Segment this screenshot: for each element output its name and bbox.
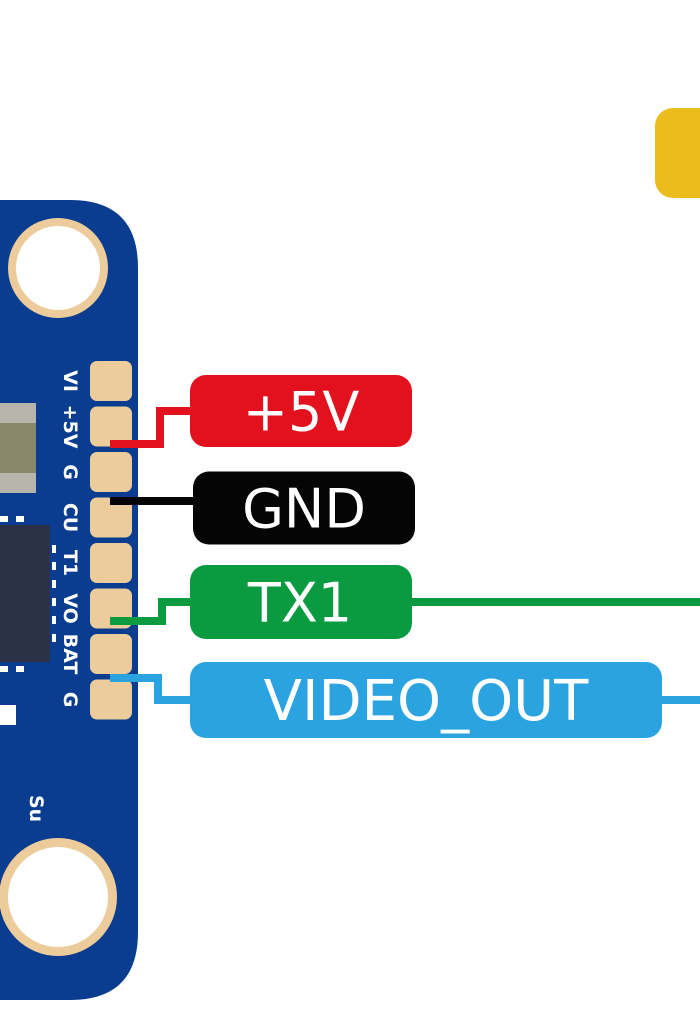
- pin-pad: [90, 679, 132, 720]
- pin-pad: [90, 406, 132, 447]
- silkscreen-text: Su: [25, 795, 47, 822]
- pin-label: +5V: [59, 405, 81, 449]
- signal-label-badge: [193, 471, 415, 545]
- pin-pad: [90, 452, 132, 492]
- pin-pad: [90, 634, 132, 674]
- signal-label: GND: [242, 477, 366, 540]
- pin-pad: [90, 361, 132, 401]
- pin-pad: [90, 543, 132, 583]
- smd-component-body: [0, 423, 36, 473]
- wire: [110, 674, 190, 704]
- pin-label: G: [59, 692, 81, 708]
- pin-label: VI: [59, 370, 81, 392]
- signal-label-badge: [190, 662, 662, 738]
- pin-pad: [90, 497, 132, 538]
- wire: [110, 598, 190, 625]
- white-marker: [0, 705, 16, 725]
- pin-label: G: [59, 464, 81, 480]
- pin-label: BAT: [59, 634, 81, 675]
- signal-label-badge: [190, 565, 412, 639]
- pin-label: CU: [59, 503, 81, 532]
- signal-label: VIDEO_OUT: [264, 669, 589, 734]
- mounting-hole-top-inner: [16, 226, 100, 310]
- mounting-hole-bottom-inner: [8, 847, 108, 947]
- signal-label: +5V: [243, 380, 360, 443]
- signal-label-badge: [190, 375, 412, 447]
- wire: [110, 407, 190, 448]
- pin-label: T1: [59, 550, 81, 576]
- yellow-label-tag: [655, 108, 700, 198]
- signal-label: TX1: [247, 571, 352, 634]
- ic-chip: [0, 516, 56, 672]
- pin-label: VO: [59, 593, 81, 624]
